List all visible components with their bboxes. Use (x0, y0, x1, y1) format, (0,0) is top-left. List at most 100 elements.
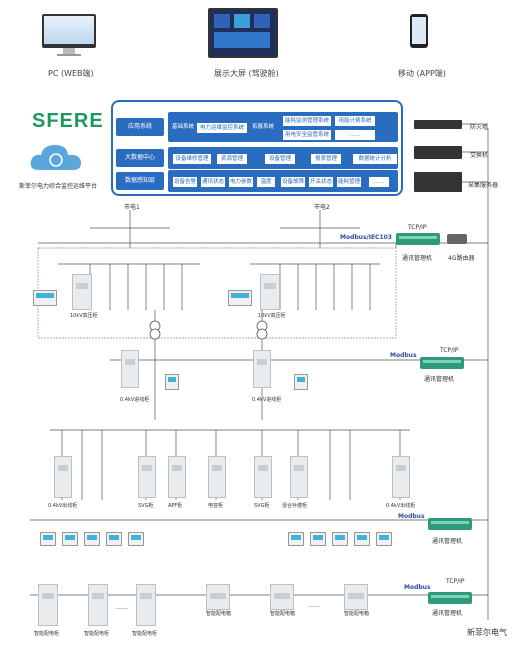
outgoing-label-right: 0.4kV出线柜 (386, 503, 416, 509)
chip-analysis: 数据统计分析 (352, 153, 398, 165)
gateway-1 (396, 233, 440, 245)
chip-energy: 能耗管理 (336, 176, 362, 188)
svg-label-left: SVG柜 (138, 503, 154, 509)
chip-power-params: 电力参数 (228, 176, 254, 188)
pc-monitor-icon (42, 14, 96, 48)
lv-incoming-left (121, 350, 139, 388)
big-data-row: 大数据中心 设备维修管理 资源管理 设备管理 报表管理 数据统计分析 (116, 147, 398, 169)
gateway-label-2: 通讯管理机 (424, 376, 455, 383)
gateway-4 (428, 592, 472, 604)
meter (332, 532, 348, 546)
smart-box-3 (344, 584, 368, 610)
inline-basic: 基础系统 (172, 124, 195, 130)
protocol-iec103: Modbus/IEC103 (340, 234, 392, 241)
chip-temperature: 温度 (256, 176, 276, 188)
gateway-label-3: 通讯管理机 (432, 538, 463, 545)
smart-box-label-3: 智能配电箱 (344, 611, 370, 617)
apf-label: APF柜 (168, 503, 183, 509)
row-label-perception: 数据感知层 (116, 172, 164, 190)
svg-cabinet-right (254, 456, 272, 498)
meter (376, 532, 392, 546)
firewall-rack (414, 120, 462, 129)
gateway-label-4: 通讯管理机 (432, 610, 463, 617)
svg-cabinet-left (138, 456, 156, 498)
tcpip-label-1: TCP/IP (408, 224, 427, 231)
router-icon (447, 234, 467, 244)
chip-alarm: 设备告警 (172, 176, 198, 188)
firewall-label: 防火墙 (470, 124, 489, 131)
smart-cabinet-2 (88, 584, 108, 626)
inline-extended: 拓展系统 (252, 124, 275, 130)
chip-device: 设备管理 (264, 153, 296, 165)
smart-cabinet-label-2: 智能配电柜 (84, 631, 110, 637)
ellipsis-left: …… (116, 604, 128, 611)
lv-meter-left (165, 374, 179, 390)
platform-panel: 应用系统 基础系统 电力运维监控系统 拓展系统 能耗监测管理系统 用能计费系统 … (111, 100, 403, 196)
watermark: 新菲尔电气 (467, 628, 507, 637)
lv-incoming-label-right: 0.4kV进线柜 (252, 397, 282, 403)
svg-label-right: SVG柜 (254, 503, 270, 509)
chip-power-monitor: 电力运维监控系统 (196, 122, 248, 134)
row-label-app: 应用系统 (116, 118, 164, 136)
smart-box-label-2: 智能配电箱 (270, 611, 296, 617)
chip-maintenance: 设备维修管理 (172, 153, 212, 165)
lv-incoming-right (253, 350, 271, 388)
smart-box-1 (206, 584, 230, 610)
gateway-2 (420, 357, 464, 369)
protocol-modbus-cabinets: Modbus (398, 513, 425, 520)
sfere-logo: SFERE (32, 110, 104, 132)
app-system-body: 基础系统 电力运维监控系统 拓展系统 能耗监测管理系统 用能计费系统 用电安全监… (168, 112, 398, 142)
smart-cabinet-label-3: 智能配电柜 (132, 631, 158, 637)
smart-cabinet-label-1: 智能配电柜 (34, 631, 60, 637)
chip-comm-status: 通讯状态 (200, 176, 226, 188)
meter (40, 532, 56, 546)
smart-box-label-1: 智能配电箱 (206, 611, 232, 617)
outgoing-label-left: 0.4kV出线柜 (48, 503, 78, 509)
hv-cabinet-right (260, 274, 280, 310)
outgoing-cabinet-right (392, 456, 410, 498)
big-data-body: 设备维修管理 资源管理 设备管理 报表管理 数据统计分析 (168, 147, 398, 169)
hybrid-label: 混合补偿柜 (282, 503, 308, 509)
meter (310, 532, 326, 546)
protocol-modbus-distribution: Modbus (404, 584, 431, 591)
hv-cabinet-label-left: 10kV高压柜 (70, 313, 98, 319)
mobile-phone-icon (410, 14, 428, 48)
outgoing-cabinet-left (54, 456, 72, 498)
screen-label: 展示大屏 (驾驶舱) (214, 69, 279, 78)
hv-meter-right (228, 290, 252, 306)
perception-body: 设备告警 通讯状态 电力参数 温度 设备故障 开关状态 能耗管理 …… (168, 170, 398, 192)
big-screen-icon (208, 8, 278, 58)
smart-box-2 (270, 584, 294, 610)
lv-meter-right (294, 374, 308, 390)
row-label-data: 大数据中心 (116, 149, 164, 167)
protocol-modbus-lv: Modbus (390, 352, 417, 359)
supply-line-2: 市电2 (314, 204, 330, 211)
capacitor-cabinet (208, 456, 226, 498)
hybrid-cabinet (290, 456, 308, 498)
smart-cabinet-1 (38, 584, 58, 626)
cloud-icon (27, 140, 85, 174)
app-system-row: 应用系统 基础系统 电力运维监控系统 拓展系统 能耗监测管理系统 用能计费系统 … (116, 112, 398, 142)
chip-more-perception: …… (368, 176, 390, 188)
apf-cabinet (168, 456, 186, 498)
chip-energy-monitor: 能耗监测管理系统 (282, 115, 332, 127)
switch-rack (414, 146, 462, 159)
gateway-label-1: 通讯管理机 (402, 255, 433, 262)
meter (288, 532, 304, 546)
chip-safety: 用电安全监管系统 (282, 129, 332, 141)
perception-row: 数据感知层 设备告警 通讯状态 电力参数 温度 设备故障 开关状态 能耗管理 …… (116, 170, 398, 192)
tcpip-label-2: TCP/IP (440, 347, 459, 354)
meter (354, 532, 370, 546)
router-label: 4G路由器 (448, 255, 475, 262)
hv-cabinet-label-right: 10kV高压柜 (258, 313, 286, 319)
chip-report: 报表管理 (310, 153, 342, 165)
meter (84, 532, 100, 546)
server-label: 采集服务器 (468, 182, 499, 189)
chip-billing: 用能计费系统 (334, 115, 376, 127)
meter (128, 532, 144, 546)
chip-more-app: …… (334, 129, 376, 141)
pc-label: PC (WEB端) (48, 69, 94, 78)
hv-cabinet-left (72, 274, 92, 310)
switch-label: 交换机 (470, 152, 489, 159)
